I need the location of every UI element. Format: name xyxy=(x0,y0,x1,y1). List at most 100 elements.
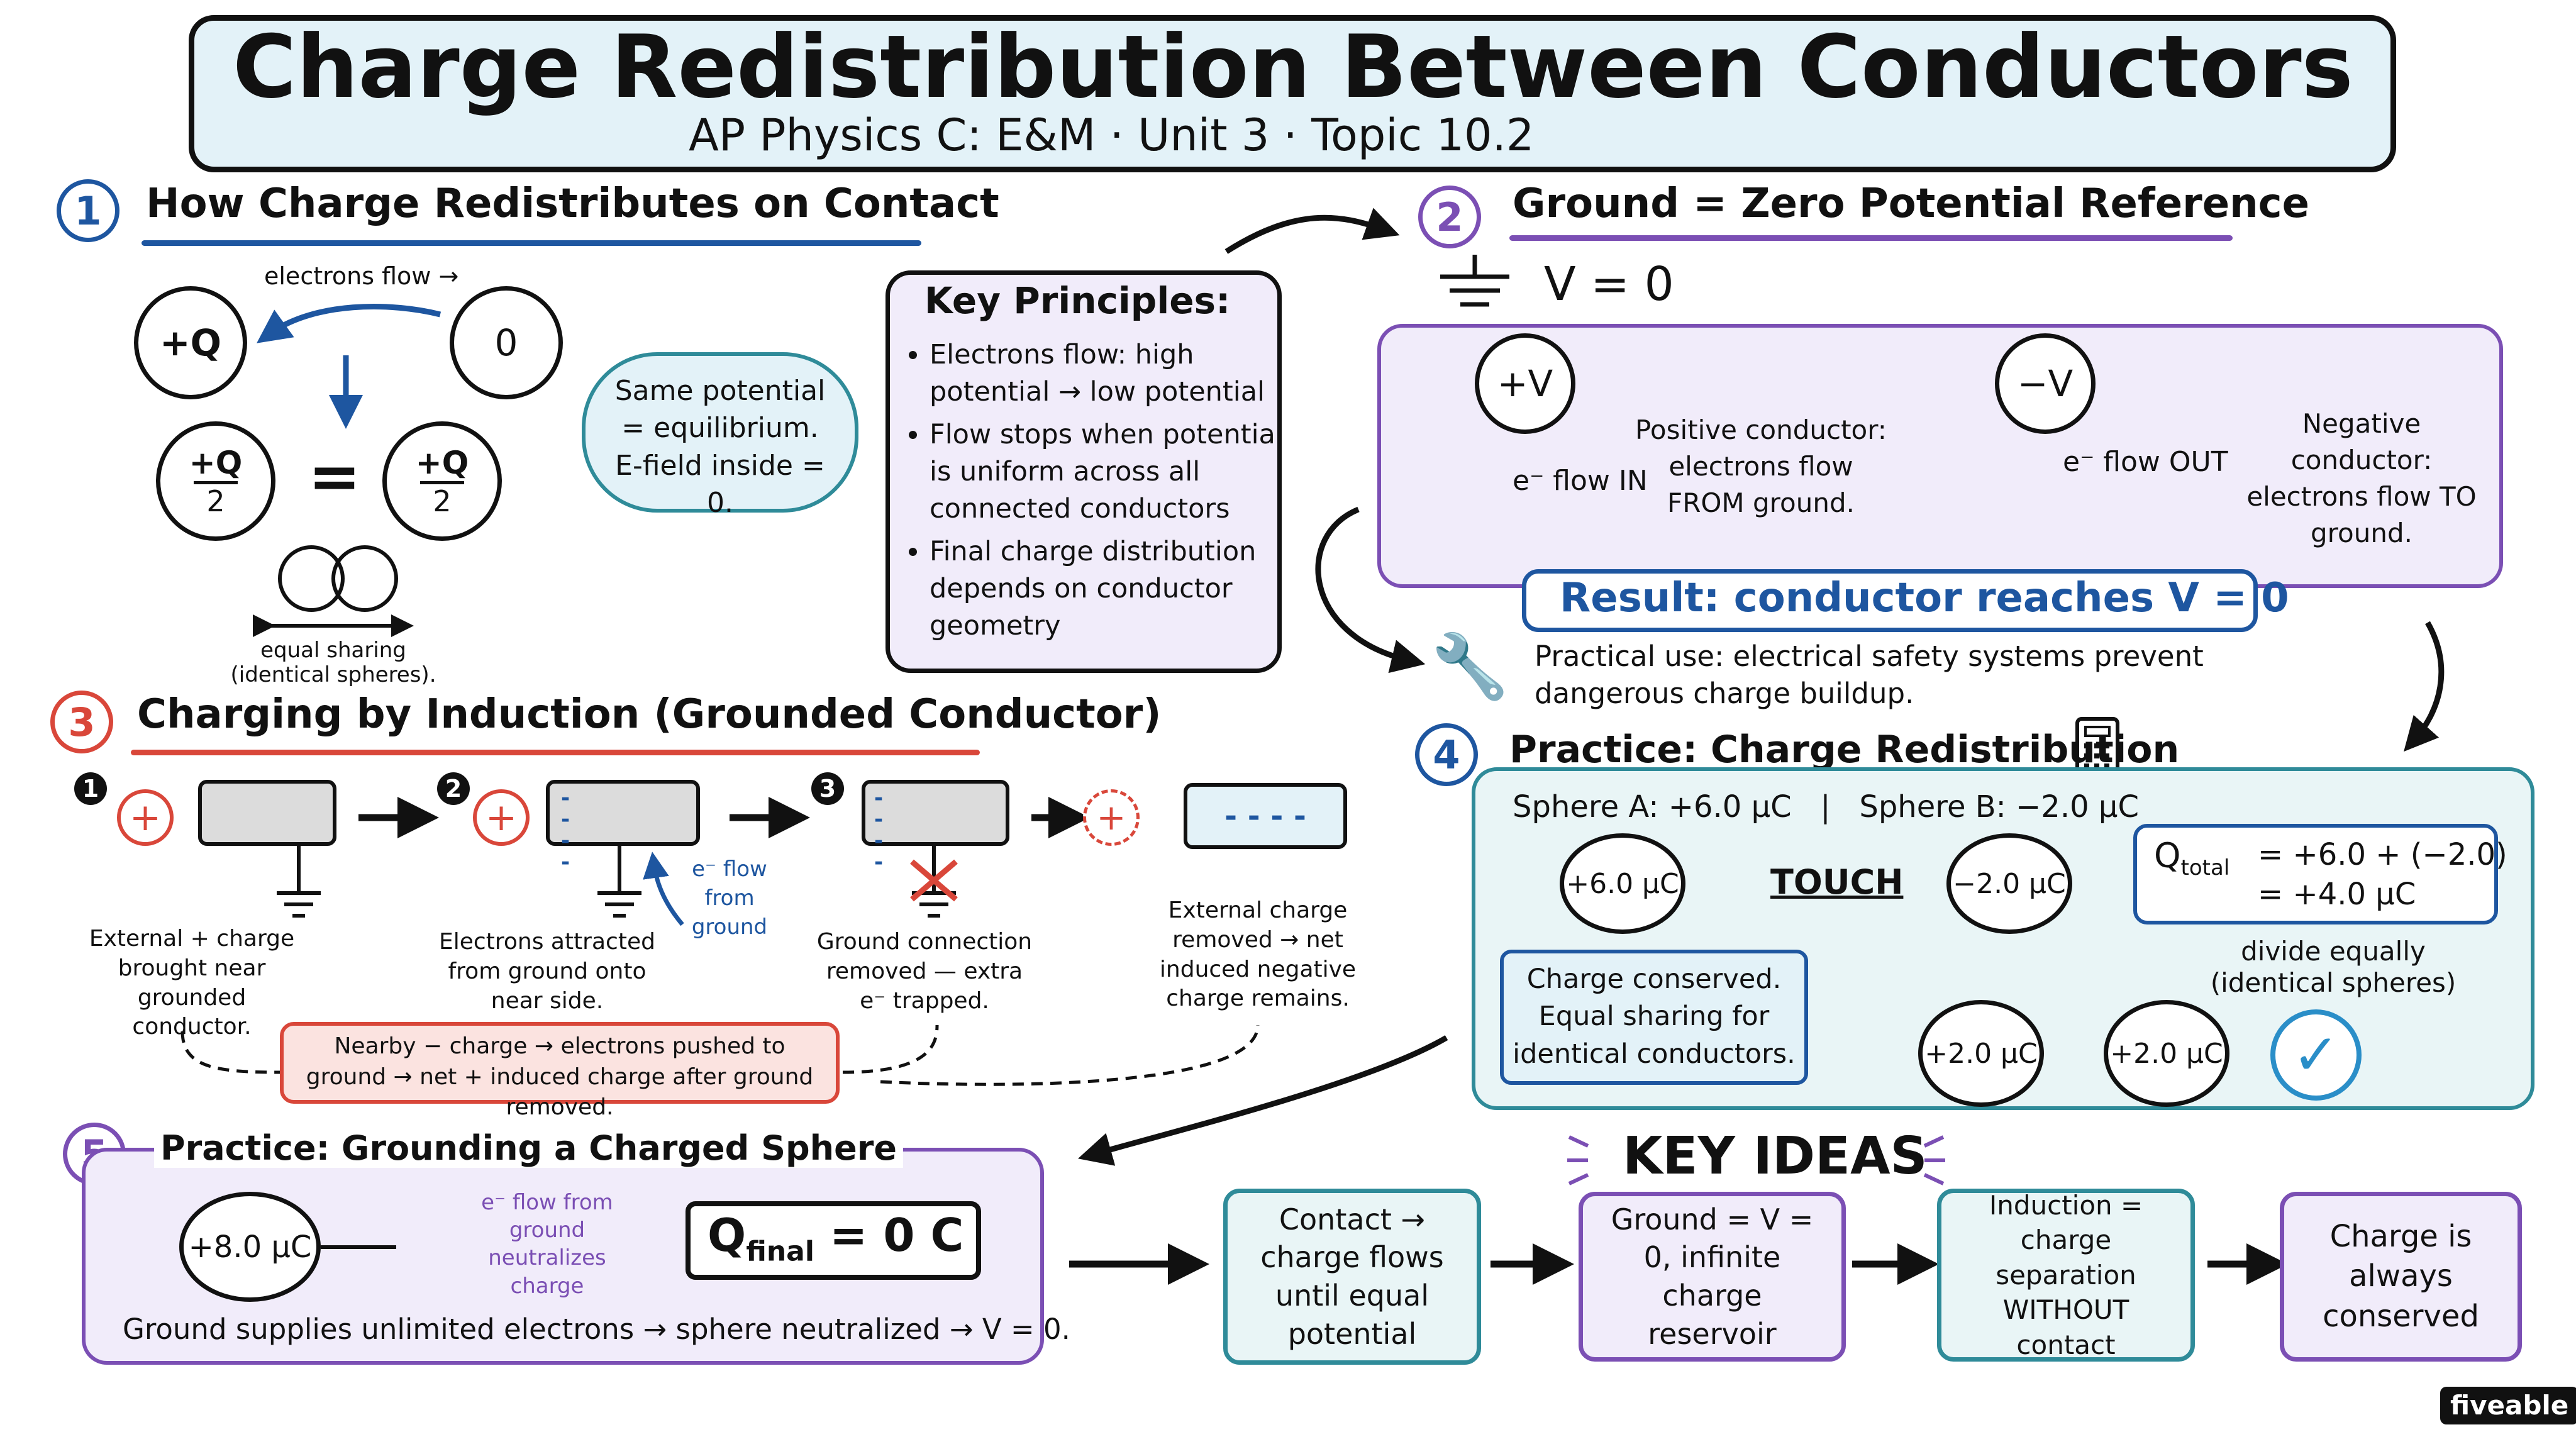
section2-header-ground-icon xyxy=(1440,255,1509,307)
flow-arrow-2-practical xyxy=(1315,506,1426,674)
key-idea-card-3: Charge is always conserved xyxy=(2280,1192,2522,1362)
section2-underline xyxy=(1509,235,2233,241)
sphere-b-final: +2.0 μC xyxy=(2104,1000,2229,1107)
key-idea-text-0: Contact → charge flows until equal poten… xyxy=(1260,1202,1444,1351)
fiveable-logo: fiveable xyxy=(2440,1387,2576,1425)
q-total-line2: = +4.0 μC xyxy=(2258,877,2416,912)
practical-use-text: Practical use: electrical safety systems… xyxy=(1535,640,2204,710)
half-right-denominator: 2 xyxy=(433,484,452,518)
half-right-numerator: +Q xyxy=(415,444,469,481)
sphere-plus-q: +Q xyxy=(134,286,247,399)
page-subtitle: AP Physics C: E&M · Unit 3 · Topic 10.2 xyxy=(689,109,1535,161)
wrench-icon: 🔧 xyxy=(1431,630,1509,703)
title-banner xyxy=(189,15,2396,172)
sphere-ground-wire xyxy=(321,1245,396,1249)
page-title: Charge Redistribution Between Conductors xyxy=(233,16,2353,118)
sphere-neutral: 0 xyxy=(450,286,563,399)
equals-sign: = xyxy=(308,440,361,513)
divide-equally-label: divide equally (identical spheres) xyxy=(2210,936,2457,999)
positive-conductor: +V xyxy=(1475,333,1575,434)
key-idea-card-0: Contact → charge flows until equal poten… xyxy=(1223,1189,1481,1365)
step2-badge: 2 xyxy=(437,772,470,805)
positive-conductor-label: +V xyxy=(1497,362,1553,405)
key-principle-item: Flow stops when potential is uniform acr… xyxy=(930,416,1301,528)
key-idea-text-2: Induction = charge separation WITHOUT co… xyxy=(1989,1189,2143,1360)
flow-arrow-1-2 xyxy=(1224,208,1400,254)
external-charge-2-sign: + xyxy=(485,796,518,840)
electron-flow-in-label: e⁻ flow IN xyxy=(1513,465,1648,497)
key-principles-list: Electrons flow: high potential → low pot… xyxy=(906,336,1301,645)
net-negative-marks: - - - - xyxy=(1224,798,1306,834)
equilibrium-cloud-text: Same potential = equilibrium. E-field in… xyxy=(614,375,826,519)
q-total-subscript: total xyxy=(2180,855,2230,880)
section1-title: How Charge Redistributes on Contact xyxy=(146,180,999,227)
section4-given: Sphere A: +6.0 μC | Sphere B: −2.0 μC xyxy=(1513,789,2139,824)
equal-sharing-label: equal sharing (identical spheres). xyxy=(230,638,436,688)
summary-dash-far xyxy=(880,1024,1260,1086)
section1-underline xyxy=(142,240,921,246)
sphere-half-left: +Q 2 xyxy=(156,421,275,541)
induction-summary-text: Nearby − charge → electrons pushed to gr… xyxy=(306,1033,814,1121)
section2-number: 2 xyxy=(1418,186,1481,248)
q-final-text: Qfinal= 0 C xyxy=(708,1209,963,1268)
conductor-plate-4: - - - - xyxy=(1184,783,1347,849)
conductor-plate-1 xyxy=(198,780,336,846)
charge-conserved-text: Charge conserved. Equal sharing for iden… xyxy=(1513,963,1796,1070)
electron-flow-out-label: e⁻ flow OUT xyxy=(2063,446,2228,478)
step4-caption: External charge removed → net induced ne… xyxy=(1159,897,1357,1012)
touching-sphere-right xyxy=(331,545,398,612)
electron-flow-arrow xyxy=(257,304,441,343)
summary-dash-left xyxy=(180,1031,284,1074)
q-final-box xyxy=(686,1201,981,1280)
q-total-symbol: Qtotal xyxy=(2154,836,2229,880)
conductor-plate-2: ---- xyxy=(546,780,700,873)
section4-number: 4 xyxy=(1415,723,1478,786)
half-left-denominator: 2 xyxy=(206,484,225,518)
external-charge-removed-sign: + xyxy=(1096,797,1126,838)
key-ideas-sparkle-left xyxy=(1567,1135,1589,1185)
flow-arrow-4-5 xyxy=(1078,1035,1448,1166)
key-idea-text-3: Charge is always conserved xyxy=(2323,1218,2479,1334)
key-idea-text-1: Ground = V = 0, infinite charge reservoi… xyxy=(1611,1202,1814,1351)
section5-title: Practice: Grounding a Charged Sphere xyxy=(154,1128,903,1169)
charge-conserved-box xyxy=(1500,950,1808,1085)
sphere-b-initial: −2.0 μC xyxy=(1946,833,2072,934)
sphere-a-initial: +6.0 μC xyxy=(1560,833,1685,934)
key-idea-card-1: Ground = V = 0, infinite charge reservoi… xyxy=(1579,1192,1846,1362)
step1-caption: External + charge brought near grounded … xyxy=(89,926,295,1040)
section3-number: 3 xyxy=(50,691,113,753)
induced-electrons-3: ---- xyxy=(874,786,884,875)
charged-sphere-label: +8.0 μC xyxy=(188,1229,312,1265)
negative-conductor: −V xyxy=(1995,333,2096,434)
negative-conductor-label: −V xyxy=(2017,362,2074,405)
section4-title: Practice: Charge Redistribution xyxy=(1509,728,2180,772)
induced-electrons-2: ---- xyxy=(561,786,570,875)
section3-underline xyxy=(131,750,980,755)
ground-zero-label: V = 0 xyxy=(1544,257,1674,311)
step2-caption: Electrons attracted from ground onto nea… xyxy=(439,929,655,1014)
section1-number: 1 xyxy=(57,179,119,242)
key-ideas-sparkle-right xyxy=(1923,1135,1945,1185)
key-ideas-title: KEY IDEAS xyxy=(1623,1126,1928,1186)
check-icon: ✓ xyxy=(2270,1009,2362,1101)
induction-summary-box xyxy=(280,1022,840,1104)
sphere-neutral-label: 0 xyxy=(494,321,518,364)
electron-flow-up-arrow xyxy=(643,852,684,926)
step1-badge: 1 xyxy=(74,772,107,805)
result-text: Result: conductor reaches V = 0 xyxy=(1560,575,2289,621)
equilibrium-cloud xyxy=(582,352,858,513)
ground-removed-x-icon xyxy=(910,859,958,902)
electron-flow-label: electrons flow → xyxy=(264,262,459,290)
sphere-b-final-label: +2.0 μC xyxy=(2110,1037,2223,1070)
sphere-half-right: +Q 2 xyxy=(382,421,502,541)
section2-title: Ground = Zero Potential Reference xyxy=(1513,180,2309,227)
external-charge-removed: + xyxy=(1083,789,1140,846)
conductor-plate-3: ---- xyxy=(862,780,1009,873)
external-charge-2: + xyxy=(473,789,530,846)
q-final-subscript: final xyxy=(746,1235,814,1268)
sphere-a-final-label: +2.0 μC xyxy=(1924,1037,2038,1070)
q-final-value: = 0 C xyxy=(829,1209,964,1262)
step3-badge: 3 xyxy=(811,772,844,805)
section5-bottom-text: Ground supplies unlimited electrons → sp… xyxy=(123,1313,1070,1346)
